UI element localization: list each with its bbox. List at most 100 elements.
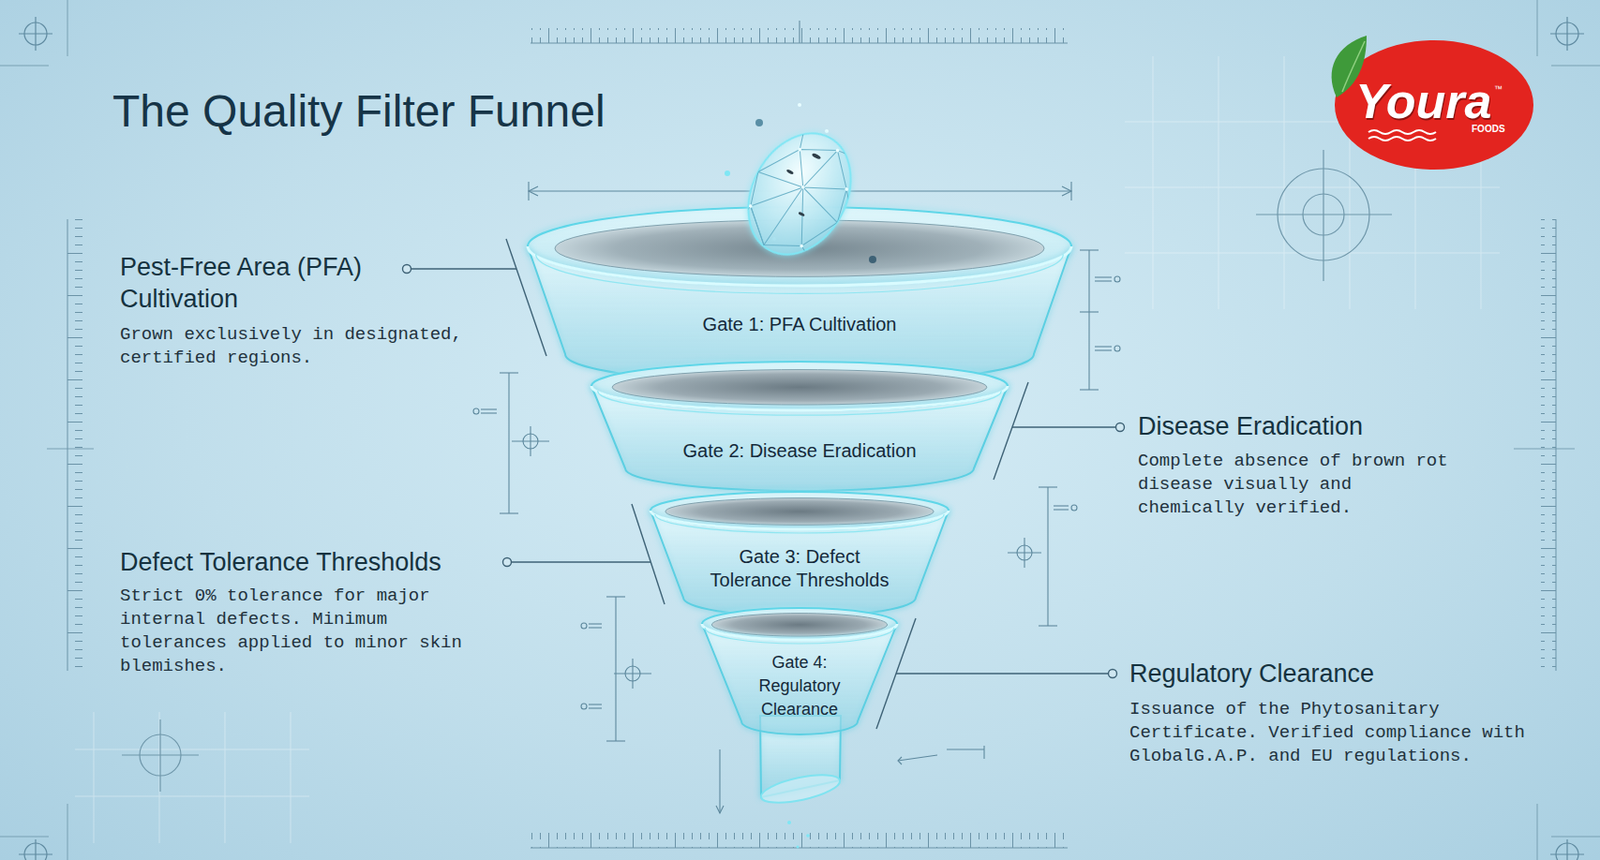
band-highlight bbox=[591, 386, 1008, 411]
potato bbox=[720, 109, 877, 274]
rulers bbox=[67, 20, 1556, 849]
potato bbox=[844, 187, 850, 193]
company-logo bbox=[1368, 130, 1436, 135]
target-marks bbox=[159, 719, 161, 793]
grid-lines bbox=[74, 796, 310, 798]
leader-lines bbox=[896, 672, 1108, 674]
potato bbox=[729, 122, 868, 271]
particles bbox=[724, 170, 731, 177]
band-thickness bbox=[704, 628, 895, 644]
gate-label: Gate 1: PFA Cultivation bbox=[702, 313, 898, 337]
dimension-lines bbox=[1046, 487, 1048, 627]
dimension-lines bbox=[716, 806, 724, 814]
potato bbox=[728, 115, 871, 272]
dimension-lines bbox=[718, 749, 720, 814]
dimension-lines bbox=[1114, 345, 1121, 352]
dimension-lines bbox=[1053, 505, 1069, 507]
rulers bbox=[530, 833, 1068, 849]
target-marks bbox=[1322, 149, 1324, 282]
frame-lines bbox=[67, 0, 69, 57]
grid-lines bbox=[1218, 56, 1220, 310]
dimension-lines bbox=[946, 748, 985, 750]
particles bbox=[824, 129, 829, 134]
leader-lines bbox=[1108, 670, 1118, 679]
potato bbox=[719, 109, 877, 275]
trademark-mark: ™ bbox=[1494, 84, 1503, 94]
dimension-lines bbox=[897, 755, 938, 762]
dimension-lines bbox=[528, 190, 1072, 192]
band-thickness bbox=[598, 390, 1002, 416]
dimension-lines bbox=[588, 707, 602, 709]
band-side bbox=[591, 386, 1008, 492]
corner-crosshairs bbox=[34, 839, 36, 860]
band-opening bbox=[612, 370, 987, 405]
logo-subtitle: FOODS bbox=[1471, 123, 1506, 135]
frame-lines bbox=[1537, 0, 1539, 57]
corner-crosshairs bbox=[18, 16, 1585, 860]
band-highlight bbox=[650, 510, 949, 530]
funnel-gate: Gate 4: Regulatory Clearance bbox=[696, 602, 903, 741]
rulers bbox=[798, 20, 800, 44]
frame-lines bbox=[0, 65, 49, 67]
band-rim bbox=[702, 608, 898, 641]
particles bbox=[724, 103, 877, 850]
particles bbox=[868, 255, 877, 264]
potato bbox=[799, 243, 805, 249]
callout-body: Grown exclusively in designated, certifi… bbox=[119, 323, 486, 371]
frame-lines bbox=[0, 837, 49, 838]
leader-lines bbox=[511, 561, 651, 563]
dimension-lines bbox=[1038, 486, 1058, 488]
callout-heading: Pest-Free Area (PFA) Cultivation bbox=[119, 251, 430, 315]
potato bbox=[747, 204, 753, 210]
frame-lines bbox=[1551, 65, 1600, 67]
dimension-lines bbox=[480, 412, 497, 414]
frame-lines bbox=[1551, 837, 1600, 838]
leader-lines bbox=[411, 268, 517, 270]
grid-lines bbox=[74, 749, 310, 751]
potato bbox=[771, 145, 834, 217]
band-side bbox=[702, 624, 898, 735]
dimension-lines bbox=[581, 703, 587, 710]
dimension-lines bbox=[1094, 345, 1112, 347]
rulers bbox=[67, 219, 69, 672]
dimension-lines bbox=[588, 627, 602, 629]
rulers bbox=[1540, 219, 1556, 672]
band-highlight bbox=[702, 624, 898, 641]
dimension-lines bbox=[1079, 311, 1099, 313]
dimension-lines bbox=[588, 703, 602, 705]
gate-label: Gate 4: Regulatory Clearance bbox=[743, 651, 856, 722]
dimension-lines bbox=[588, 623, 602, 625]
dimension-lines bbox=[1114, 276, 1121, 283]
potato bbox=[797, 147, 803, 152]
potato bbox=[811, 152, 823, 161]
rulers bbox=[67, 219, 83, 672]
rulers bbox=[1555, 219, 1557, 672]
funnel-gate: Gate 2: Disease Eradication bbox=[585, 356, 1014, 497]
funnel-gate: Gate 3: Defect Tolerance Thresholds bbox=[644, 486, 955, 623]
band-opening bbox=[554, 220, 1045, 277]
grid-lines bbox=[159, 712, 161, 844]
band-side bbox=[650, 510, 949, 617]
particles bbox=[787, 821, 792, 825]
grid-lines bbox=[93, 712, 95, 844]
dimension-lines bbox=[1023, 538, 1025, 569]
gate-label: Gate 3: Defect Tolerance Thresholds bbox=[701, 545, 898, 593]
potato bbox=[722, 109, 877, 270]
band-rim bbox=[591, 361, 1008, 411]
dimension-lines bbox=[1071, 505, 1077, 511]
frame-lines bbox=[1537, 804, 1539, 860]
dimension-lines bbox=[1094, 276, 1112, 278]
company-logo bbox=[1334, 40, 1534, 170]
dimension-lines bbox=[581, 623, 587, 629]
potato bbox=[800, 185, 806, 191]
callout-body: Complete absence of brown rot disease vi… bbox=[1137, 449, 1462, 521]
potato bbox=[786, 168, 795, 176]
grid-lines bbox=[1284, 56, 1286, 310]
band-thickness bbox=[655, 514, 944, 534]
funnel-spout bbox=[758, 769, 842, 808]
frame-lines bbox=[67, 804, 69, 860]
band-thickness bbox=[536, 254, 1064, 294]
dimension-lines bbox=[631, 658, 633, 689]
